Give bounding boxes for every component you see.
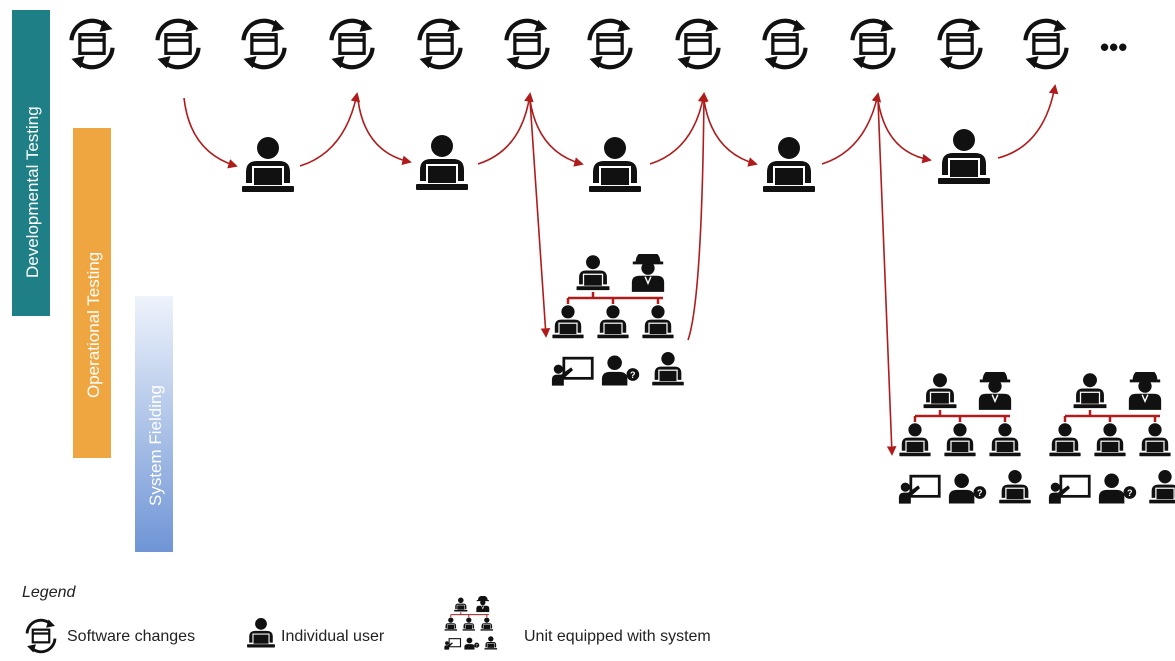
individual-user-icon <box>240 135 296 194</box>
band-operational: Operational Testing <box>73 128 111 458</box>
individual-user-icon <box>761 135 817 194</box>
unit-icon <box>899 369 1031 504</box>
flow-arrow <box>703 99 758 167</box>
software-change-icon <box>589 20 630 69</box>
legend-individual-user-icon <box>246 617 276 649</box>
band-fielding-label: System Fielding <box>146 385 165 506</box>
legend-software-change-icon <box>25 618 57 654</box>
software-change-icon <box>243 20 284 69</box>
flow-arrow <box>877 99 932 164</box>
software-change-icon <box>157 20 198 69</box>
individual-users-row <box>240 127 992 194</box>
continuation-ellipsis: ••• <box>1100 32 1127 62</box>
units-row <box>552 251 1175 504</box>
band-operational-label: Operational Testing <box>84 252 103 398</box>
software-change-icon <box>331 20 372 69</box>
unit-icon <box>1049 369 1175 504</box>
software-change-icon <box>852 20 893 69</box>
flow-arrow <box>183 97 238 169</box>
flow-arrow <box>529 99 584 167</box>
flow-arrow <box>997 84 1059 159</box>
legend-individual-user-label: Individual user <box>281 628 385 645</box>
flow-arrow <box>649 92 708 165</box>
individual-user-icon <box>414 133 470 192</box>
software-change-icon <box>1025 20 1066 69</box>
flow-arrows <box>183 84 1059 456</box>
band-fielding: System Fielding <box>135 296 173 552</box>
software-change-icon <box>677 20 718 69</box>
legend-software-changes-label: Software changes <box>67 628 195 645</box>
software-change-icon <box>939 20 980 69</box>
flow-arrow <box>687 92 709 341</box>
individual-user-icon <box>936 127 992 186</box>
flow-arrow <box>357 99 412 166</box>
software-change-icon <box>506 20 547 69</box>
band-developmental: Developmental Testing <box>12 10 50 316</box>
flow-arrow <box>877 99 897 456</box>
legend: Legend Software changes Individual user … <box>22 584 711 654</box>
software-change-icon <box>419 20 460 69</box>
flow-arrow <box>821 92 882 165</box>
legend-title: Legend <box>22 584 76 601</box>
individual-user-icon <box>587 135 643 194</box>
software-changes-row: ••• <box>71 20 1127 69</box>
legend-unit-icon <box>444 596 497 650</box>
flow-arrow <box>477 92 534 165</box>
band-developmental-label: Developmental Testing <box>23 106 42 278</box>
legend-unit-label: Unit equipped with system <box>524 628 711 645</box>
software-change-icon <box>71 20 112 69</box>
flow-arrow <box>529 99 551 338</box>
unit-icon <box>552 251 684 386</box>
software-change-icon <box>764 20 805 69</box>
flow-arrow <box>299 92 361 167</box>
